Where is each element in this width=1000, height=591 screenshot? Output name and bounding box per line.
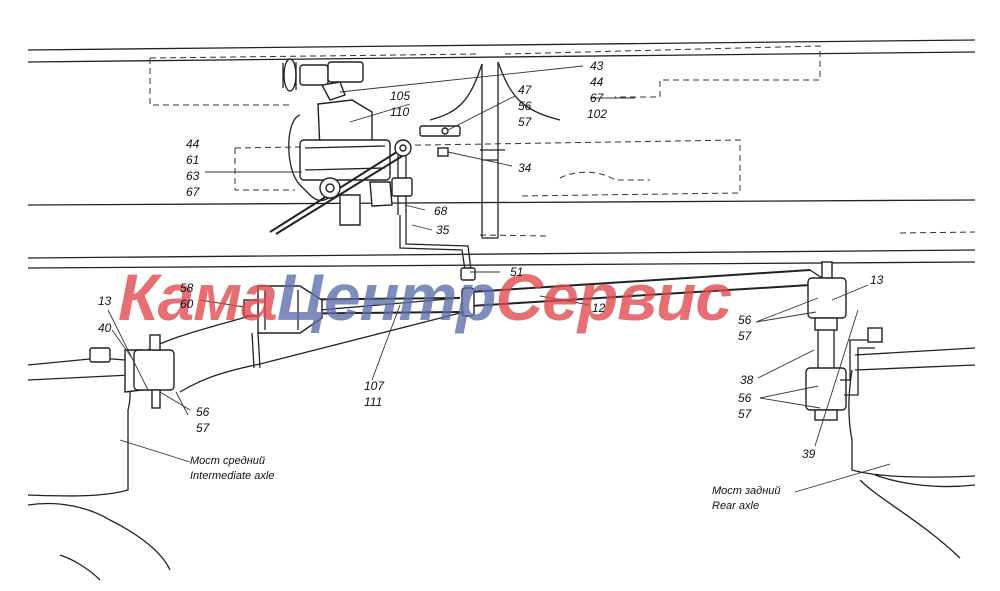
intermediate-axle-caption-en: Intermediate axle <box>190 470 274 482</box>
callout-63: 63 <box>186 169 200 183</box>
callout-57-left: 57 <box>196 421 211 435</box>
watermark-part-1: Кама <box>118 260 277 334</box>
callout-68: 68 <box>434 204 448 218</box>
rear-axle-caption-en: Rear axle <box>712 500 759 512</box>
callout-111: 111 <box>364 395 382 409</box>
callout-67: 67 <box>590 91 605 105</box>
callout-107: 107 <box>364 379 385 393</box>
callout-105: 105 <box>390 89 410 103</box>
callout-39: 39 <box>802 447 816 461</box>
callout-47: 47 <box>518 83 533 97</box>
callout-57-right-upper: 57 <box>738 329 753 343</box>
callout-56-left: 56 <box>196 405 210 419</box>
callout-110: 110 <box>390 105 409 119</box>
callout-13-left: 13 <box>98 294 112 308</box>
callout-34: 34 <box>518 161 532 175</box>
intermediate-axle-outline <box>27 357 171 581</box>
callout-38: 38 <box>740 373 754 387</box>
callout-61: 61 <box>186 153 199 167</box>
callout-67-left: 67 <box>186 185 201 199</box>
callout-102: 102 <box>587 107 607 121</box>
left-mount <box>89 334 175 409</box>
rear-axle-caption-ru: Мост задний <box>712 485 780 497</box>
brand-watermark: КамаЦентрСервис <box>118 260 732 334</box>
svg-text:КамаЦентрСервис: КамаЦентрСервис <box>118 260 731 334</box>
axle-captions: Мост средний Intermediate axle Мост задн… <box>190 455 780 512</box>
callout-60: 60 <box>180 297 194 311</box>
callout-58: 58 <box>180 281 194 295</box>
intermediate-axle-caption-ru: Мост средний <box>190 455 265 467</box>
valve-assembly <box>269 58 461 235</box>
callout-35: 35 <box>436 223 450 237</box>
vertical-link <box>399 215 476 281</box>
rear-axle-outline <box>848 347 976 559</box>
callout-56: 56 <box>518 99 532 113</box>
callout-51: 51 <box>510 265 523 279</box>
callout-57-right-lower: 57 <box>738 407 753 421</box>
leader-lines <box>107 65 891 493</box>
callout-44-left: 44 <box>186 137 200 151</box>
callout-57: 57 <box>518 115 533 129</box>
watermark-part-2: Центр <box>277 260 496 334</box>
callout-13-right: 13 <box>870 273 884 287</box>
callout-12: 12 <box>592 301 606 315</box>
right-mount <box>805 261 883 421</box>
link-rod <box>139 269 824 393</box>
frame-lines <box>27 39 976 269</box>
callout-56-right-lower: 56 <box>738 391 752 405</box>
watermark-part-3: Сервис <box>496 260 732 334</box>
callout-43: 43 <box>590 59 604 73</box>
callout-44: 44 <box>590 75 604 89</box>
callout-labels: 43 44 67 102 105 110 47 56 57 34 44 61 6… <box>98 59 884 461</box>
callout-40: 40 <box>98 321 112 335</box>
callout-56-right-upper: 56 <box>738 313 752 327</box>
